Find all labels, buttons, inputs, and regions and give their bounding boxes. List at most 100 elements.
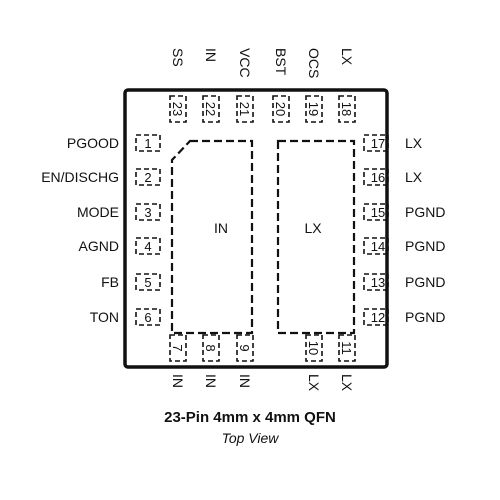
exposed-pad-in-label: IN — [214, 220, 228, 236]
pin-name: IN — [170, 374, 186, 388]
pin-pad — [135, 203, 161, 221]
pin-17: 17 LX — [363, 134, 423, 152]
pin-name: PGOOD — [67, 135, 119, 151]
pin-number: 6 — [144, 310, 151, 325]
pin-name: PGND — [405, 309, 445, 325]
package-outline — [123, 88, 389, 369]
pin-12: 12 PGND — [363, 308, 445, 326]
pin-name: LX — [405, 169, 423, 185]
pin-23: 23 SS — [169, 48, 187, 123]
pin-number: 8 — [203, 344, 218, 351]
pin-number: 3 — [144, 205, 151, 220]
pin-pad — [363, 308, 389, 326]
pin-3: 3 MODE — [77, 203, 161, 221]
pin-number: 14 — [371, 239, 385, 254]
pin-16: 16 LX — [363, 168, 423, 186]
pin-2: 2 EN/DISCHG — [41, 168, 161, 186]
pin-number: 1 — [144, 136, 151, 151]
pin-number: 13 — [371, 275, 385, 290]
pin-20: 20 BST — [272, 48, 290, 123]
pin-name: VCC — [237, 48, 253, 78]
pin-number: 5 — [144, 275, 151, 290]
pin-number: 18 — [339, 102, 354, 116]
pin-number: 9 — [237, 344, 252, 351]
pin-name: LX — [339, 374, 355, 392]
pin-number: 21 — [237, 102, 252, 116]
pin-pad — [169, 334, 187, 362]
pin-pad — [236, 334, 254, 362]
pin-number: 12 — [371, 310, 385, 325]
pin-name: SS — [170, 48, 186, 67]
exposed-pad-lx — [276, 139, 356, 335]
pin-number: 23 — [170, 102, 185, 116]
pin-pad — [272, 95, 290, 123]
package-title: 23-Pin 4mm x 4mm QFN — [164, 409, 336, 426]
pin-pad — [363, 203, 389, 221]
pin-13: 13 PGND — [363, 273, 445, 291]
pin-name: IN — [203, 48, 219, 62]
pin-6: 6 TON — [90, 308, 161, 326]
pin-pad — [135, 273, 161, 291]
pin-7: 7IN — [169, 334, 187, 388]
pin-pad — [202, 334, 220, 362]
pin-number: 2 — [144, 170, 151, 185]
pin-number: 22 — [203, 102, 218, 116]
pin-name: MODE — [77, 204, 119, 220]
pin-name: TON — [90, 309, 119, 325]
pin-pad — [363, 168, 389, 186]
pin-pad — [338, 95, 356, 123]
pin-name: LX — [339, 48, 355, 66]
pin-name: AGND — [79, 238, 119, 254]
pin-number: 7 — [170, 344, 185, 351]
pin-4: 4 AGND — [79, 237, 161, 255]
pin-name: PGND — [405, 204, 445, 220]
pin-pad — [135, 168, 161, 186]
pin-pad — [363, 273, 389, 291]
pin-pad — [236, 95, 254, 123]
pin-name: IN — [203, 374, 219, 388]
pin-9: 9IN — [236, 334, 254, 388]
pin-name: PGND — [405, 274, 445, 290]
pin-name: OCS — [306, 48, 322, 78]
exposed-pad-lx-label: LX — [304, 220, 322, 236]
pin-1: 1 PGOOD — [67, 134, 161, 152]
pin-pad — [135, 308, 161, 326]
exposed-pad-in — [170, 139, 254, 335]
pin-name: EN/DISCHG — [41, 169, 119, 185]
pin-21: 21 VCC — [236, 48, 254, 123]
pin-number: 20 — [273, 102, 288, 116]
pin-5: 5 FB — [101, 273, 161, 291]
pin-pad — [135, 134, 161, 152]
pin-15: 15 PGND — [363, 203, 445, 221]
pin-19: 19 OCS — [305, 48, 323, 123]
pin-pad — [135, 237, 161, 255]
pin-8: 8IN — [202, 334, 220, 388]
pin-number: 16 — [371, 170, 385, 185]
pin-pad — [169, 95, 187, 123]
pin-name: LX — [306, 374, 322, 392]
pin-pad — [363, 237, 389, 255]
pin-number: 19 — [306, 102, 321, 116]
pin-name: BST — [273, 48, 289, 76]
pin-number: 17 — [371, 136, 385, 151]
pin-name: FB — [101, 274, 119, 290]
pin-22: 22 IN — [202, 48, 220, 123]
pin-14: 14 PGND — [363, 237, 445, 255]
pin-name: PGND — [405, 238, 445, 254]
pin-name: LX — [405, 135, 423, 151]
pin-18: 18 LX — [338, 48, 356, 123]
pin-number: 10 — [306, 341, 321, 355]
pin-name: IN — [237, 374, 253, 388]
package-subtitle: Top View — [221, 430, 279, 446]
pin-number: 15 — [371, 205, 385, 220]
pin-pad — [338, 334, 356, 362]
pin-pad — [305, 95, 323, 123]
pin-number: 11 — [339, 341, 354, 355]
pin-number: 4 — [144, 239, 151, 254]
pin-pad — [202, 95, 220, 123]
pin-pad — [363, 134, 389, 152]
